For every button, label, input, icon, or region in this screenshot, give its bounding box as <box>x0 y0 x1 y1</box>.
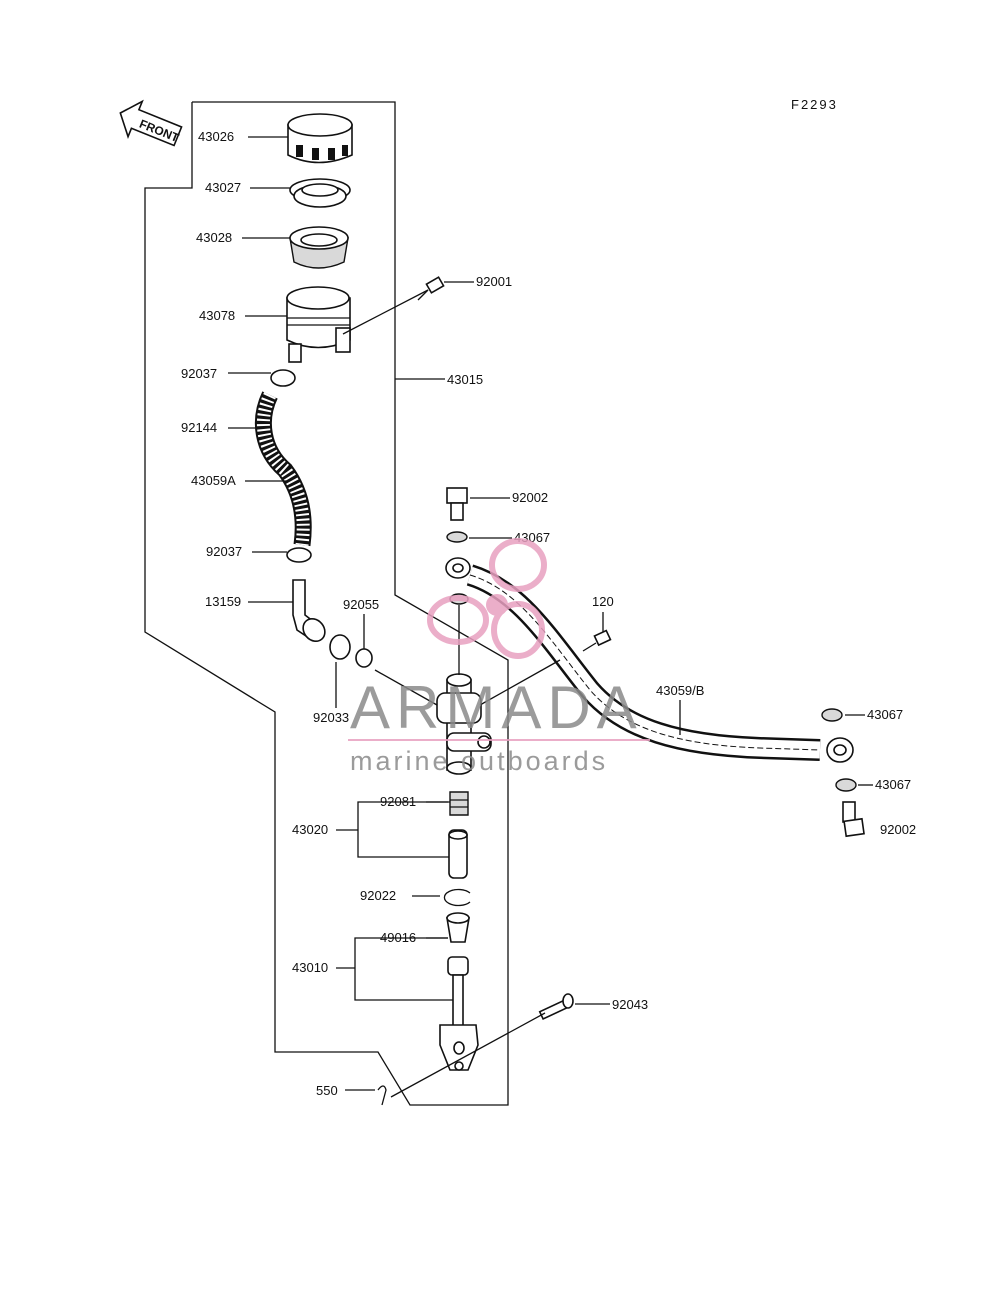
push-rod-icon <box>439 956 479 1071</box>
propeller-logo-icon <box>427 538 547 659</box>
reservoir-body-icon <box>286 286 351 363</box>
reservoir-hose-icon <box>254 391 312 547</box>
front-arrow-icon: FRONT <box>119 99 183 147</box>
washer-43067-right-top-icon <box>821 708 843 722</box>
label-43010: 43010 <box>292 960 328 975</box>
cotter-pin-icon <box>377 1085 387 1106</box>
figure-code: F2293 <box>791 97 838 112</box>
label-92002-top: 92002 <box>512 490 548 505</box>
clamp-92037-top-icon <box>270 369 296 387</box>
assembly-outline <box>144 101 509 1106</box>
label-92022: 92022 <box>360 888 396 903</box>
circlip-92022-icon <box>443 888 471 907</box>
label-43059B: 43059/B <box>656 683 704 698</box>
clamp-92037-bottom-icon <box>286 547 312 563</box>
label-92001: 92001 <box>476 274 512 289</box>
circlip-92033-icon <box>329 634 351 660</box>
o-ring-92055-icon <box>355 648 373 668</box>
watermark-logo: ARMADA marine outboards <box>348 538 650 776</box>
label-43026: 43026 <box>198 129 234 144</box>
watermark-brand: ARMADA <box>350 674 643 741</box>
label-92002-right: 92002 <box>880 822 916 837</box>
label-43027: 43027 <box>205 180 241 195</box>
reservoir-plate-icon <box>289 178 351 208</box>
cup-92081-icon <box>449 791 469 816</box>
label-92055: 92055 <box>343 597 379 612</box>
banjo-bolt-right-icon <box>842 801 865 838</box>
label-92033: 92033 <box>313 710 349 725</box>
elbow-fitting-icon <box>292 579 326 643</box>
label-43078: 43078 <box>199 308 235 323</box>
label-43015: 43015 <box>447 372 483 387</box>
dust-boot-icon <box>446 912 470 943</box>
diaphragm-icon <box>289 226 349 269</box>
screw-92001-icon <box>417 276 445 301</box>
label-92037-top: 92037 <box>181 366 217 381</box>
washer-43067-top-icon <box>446 531 468 543</box>
label-92043: 92043 <box>612 997 648 1012</box>
label-43067-right-top: 43067 <box>867 707 903 722</box>
piston-icon <box>448 829 468 879</box>
clevis-pin-icon <box>538 993 574 1021</box>
label-43059A: 43059A <box>191 473 236 488</box>
bolt-120-icon <box>582 629 612 652</box>
label-43028: 43028 <box>196 230 232 245</box>
label-43067-right-bottom: 43067 <box>875 777 911 792</box>
reservoir-cap-icon <box>287 113 353 164</box>
banjo-bolt-top-icon <box>446 487 468 521</box>
label-120: 120 <box>592 594 614 609</box>
label-92037-bottom: 92037 <box>206 544 242 559</box>
washer-43067-right-bottom-icon <box>835 778 857 792</box>
label-13159: 13159 <box>205 594 241 609</box>
master-cylinder-body-icon <box>436 673 492 775</box>
label-92144: 92144 <box>181 420 217 435</box>
watermark-tagline: marine outboards <box>350 746 608 776</box>
label-550: 550 <box>316 1083 338 1098</box>
label-43020: 43020 <box>292 822 328 837</box>
